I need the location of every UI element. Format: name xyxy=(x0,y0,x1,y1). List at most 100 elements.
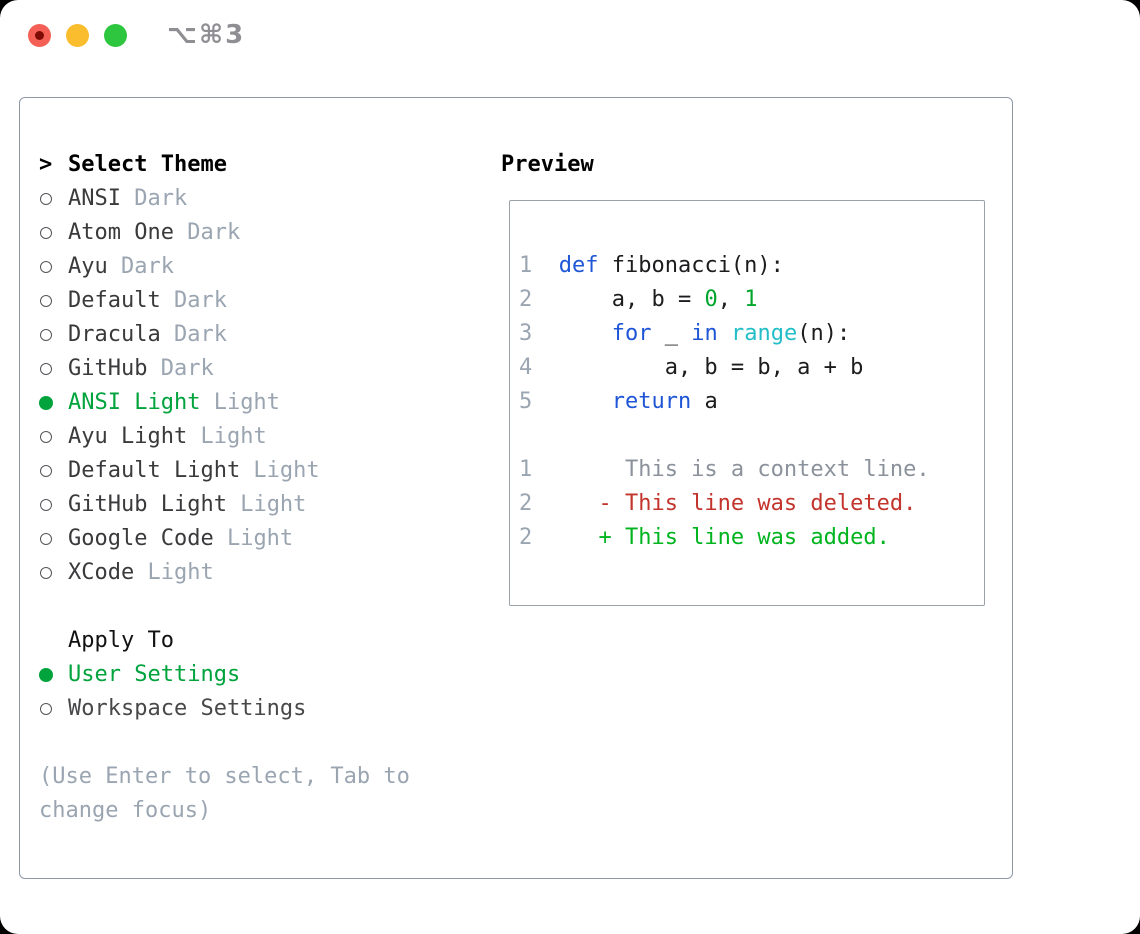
code-token-added: + This line was added. xyxy=(558,525,890,550)
apply-option-user-settings[interactable]: User Settings xyxy=(39,658,501,692)
empty-circle-icon xyxy=(40,227,52,239)
theme-item-label: Default xyxy=(68,288,161,313)
radio-icon xyxy=(39,261,68,273)
code-token-plain xyxy=(559,389,612,414)
line-number: 1 xyxy=(519,457,533,482)
theme-item-ansi-light[interactable]: ANSI Light Light xyxy=(39,386,501,420)
empty-circle-icon xyxy=(40,533,52,545)
theme-variant-label: Light xyxy=(200,390,280,415)
theme-variant-label: Dark xyxy=(120,186,188,211)
radio-icon xyxy=(39,227,68,239)
theme-item-label: ANSI xyxy=(68,186,121,211)
code-token-plain: a, b = b, a + b xyxy=(558,355,864,380)
line-number: 4 xyxy=(519,355,533,380)
code-token-plain: a xyxy=(691,389,718,414)
code-token-plain: a, b = xyxy=(558,287,705,312)
unsaved-dot-icon xyxy=(35,31,44,40)
theme-item-label: GitHub xyxy=(68,356,148,381)
empty-circle-icon xyxy=(40,499,52,511)
select-theme-title: Select Theme xyxy=(68,152,227,177)
theme-item-github[interactable]: GitHub Dark xyxy=(39,352,501,386)
empty-circle-icon xyxy=(40,431,52,443)
select-theme-header: > Select Theme xyxy=(39,148,501,182)
code-token-context: This is a context line. xyxy=(558,457,930,482)
theme-item-label: Ayu Light xyxy=(68,424,188,449)
code-token-plain xyxy=(559,321,612,346)
apply-option-workspace-settings[interactable]: Workspace Settings xyxy=(39,692,501,726)
apply-option-label: Workspace Settings xyxy=(68,696,307,721)
theme-item-label: ANSI Light xyxy=(68,390,201,415)
empty-circle-icon xyxy=(40,465,52,477)
theme-item-ansi[interactable]: ANSI Dark xyxy=(39,182,501,216)
radio-icon xyxy=(39,193,68,205)
code-token-plain: _ xyxy=(651,321,692,346)
code-token-keyword: def xyxy=(558,253,599,278)
theme-item-xcode[interactable]: XCode Light xyxy=(39,556,501,590)
theme-item-label: Ayu xyxy=(68,254,108,279)
theme-item-default-light[interactable]: Default Light Light xyxy=(39,454,501,488)
line-number: 5 xyxy=(519,389,533,414)
minimize-button-icon[interactable] xyxy=(66,24,89,47)
theme-variant-label: Dark xyxy=(147,356,214,381)
preview-title: Preview xyxy=(501,152,594,177)
empty-circle-icon xyxy=(40,703,52,715)
theme-item-google-code[interactable]: Google Code Light xyxy=(39,522,501,556)
theme-variant-label: Dark xyxy=(173,220,241,245)
titlebar: ⌥⌘3 xyxy=(28,20,246,50)
code-token-keyword: in xyxy=(691,321,718,346)
theme-variant-label: Dark xyxy=(107,254,174,279)
theme-item-dracula[interactable]: Dracula Dark xyxy=(39,318,501,352)
empty-circle-icon xyxy=(40,261,52,273)
radio-icon xyxy=(39,703,68,715)
radio-icon xyxy=(39,465,68,477)
apply-option-label: User Settings xyxy=(68,662,241,687)
theme-item-label: GitHub Light xyxy=(68,492,227,517)
apply-to-header: Apply To xyxy=(39,624,501,658)
theme-item-github-light[interactable]: GitHub Light Light xyxy=(39,488,501,522)
line-number: 2 xyxy=(519,491,533,516)
line-number: 2 xyxy=(519,525,533,550)
theme-item-atom-one[interactable]: Atom One Dark xyxy=(39,216,501,250)
line-number: 2 xyxy=(519,287,533,312)
code-line: 2 + This line was added. xyxy=(519,521,984,555)
line-number: 3 xyxy=(519,321,533,346)
close-button-icon[interactable] xyxy=(28,24,51,47)
theme-variant-label: Light xyxy=(213,526,294,551)
theme-item-ayu-light[interactable]: Ayu Light Light xyxy=(39,420,501,454)
theme-item-ayu[interactable]: Ayu Dark xyxy=(39,250,501,284)
theme-item-default[interactable]: Default Dark xyxy=(39,284,501,318)
empty-circle-icon xyxy=(40,193,52,205)
help-text: (Use Enter to select, Tab to change focu… xyxy=(39,764,424,823)
code-line: 2 - This line was deleted. xyxy=(519,487,984,521)
empty-circle-icon xyxy=(40,329,52,341)
empty-circle-icon xyxy=(40,567,52,579)
code-line: 3 for _ in range(n): xyxy=(519,317,984,351)
theme-variant-label: Light xyxy=(240,458,320,483)
theme-item-label: Default Light xyxy=(68,458,241,483)
theme-variant-label: Dark xyxy=(160,322,227,347)
code-line: 5 return a xyxy=(519,385,984,419)
theme-item-label: Atom One xyxy=(68,220,174,245)
code-token-keyword: return xyxy=(611,389,692,414)
radio-selected-icon xyxy=(39,396,68,410)
filled-circle-icon xyxy=(39,396,53,410)
radio-icon xyxy=(39,499,68,511)
apply-to-title: Apply To xyxy=(68,628,174,653)
code-token-keyword: for xyxy=(611,321,652,346)
code-line: 1 This is a context line. xyxy=(519,453,984,487)
code-line: 2 a, b = 0, 1 xyxy=(519,283,984,317)
window-title: ⌥⌘3 xyxy=(167,20,246,50)
prompt-icon: > xyxy=(39,152,53,177)
theme-variant-label: Light xyxy=(187,424,267,449)
code-token-plain: (n): xyxy=(797,321,851,346)
theme-item-label: Google Code xyxy=(68,526,214,551)
zoom-button-icon[interactable] xyxy=(104,24,127,47)
